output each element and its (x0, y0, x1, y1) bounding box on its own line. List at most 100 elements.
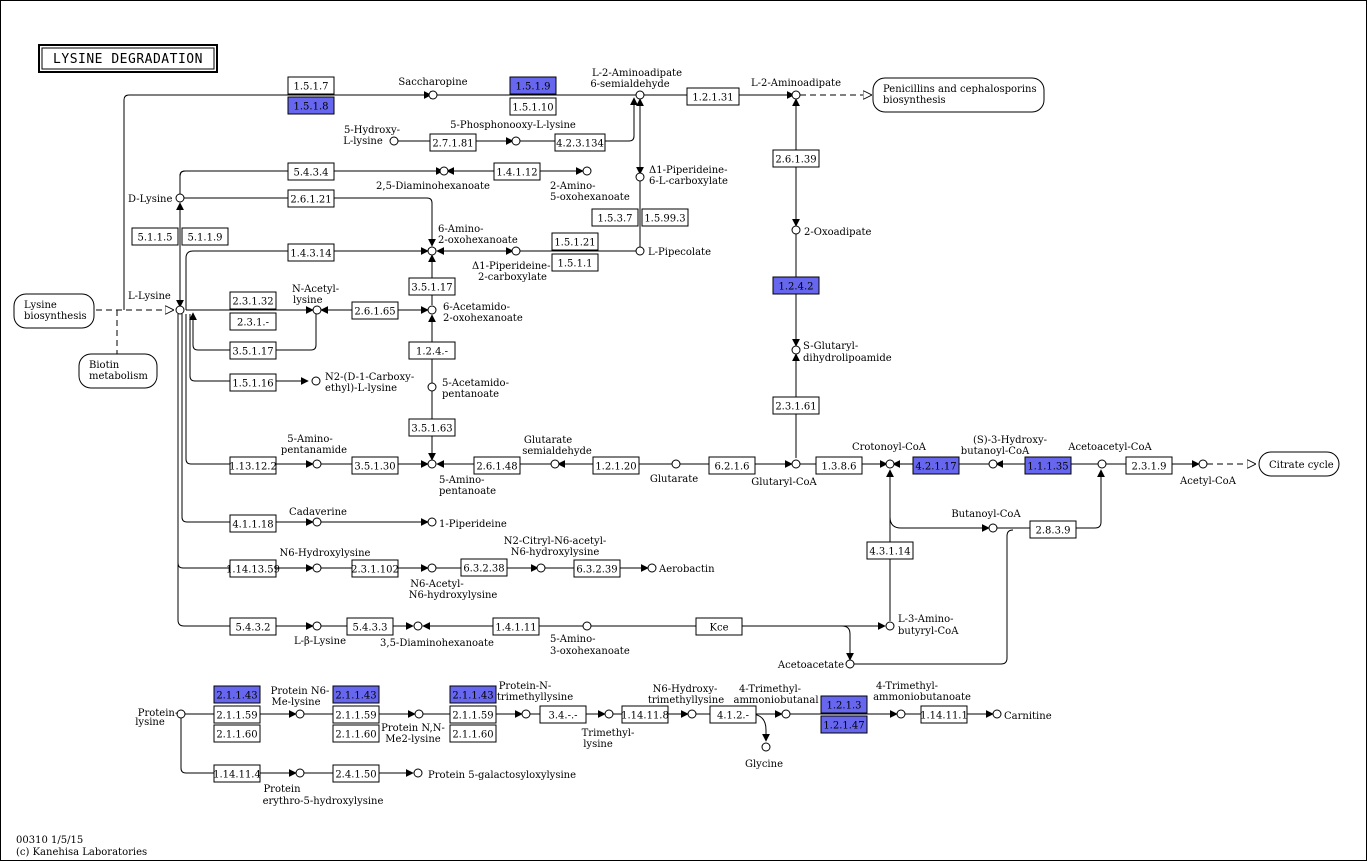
enzyme-box-1-5-1-21[interactable]: 1.5.1.21 (551, 232, 599, 251)
enzyme-box-frame[interactable] (492, 617, 540, 636)
enzyme-box-frame[interactable] (229, 559, 277, 578)
enzyme-box-1-2-4-2[interactable]: 1.2.4.2 (772, 276, 820, 295)
compound-node[interactable] (413, 768, 423, 778)
compound-node[interactable] (988, 523, 998, 533)
enzyme-box-frame[interactable] (287, 243, 335, 262)
compound-node[interactable] (550, 459, 560, 469)
enzyme-box-1-2-1-20[interactable]: 1.2.1.20 (592, 456, 640, 475)
enzyme-box-frame[interactable] (229, 341, 277, 360)
enzyme-box-2-3-1-61[interactable]: 2.3.1.61 (772, 396, 820, 415)
enzyme-box-1-5-1-16[interactable]: 1.5.1.16 (229, 373, 277, 392)
enzyme-box-6-2-1-6[interactable]: 6.2.1.6 (708, 456, 756, 475)
enzyme-box-frame[interactable] (351, 456, 399, 475)
enzyme-box-2-8-3-9[interactable]: 2.8.3.9 (1029, 520, 1077, 539)
enzyme-box-frame[interactable] (213, 705, 261, 724)
enzyme-box-frame[interactable] (287, 96, 335, 115)
enzyme-box-frame[interactable] (772, 149, 820, 168)
enzyme-box-2-3-1-32[interactable]: 2.3.1.32 (229, 291, 277, 310)
enzyme-box-frame[interactable] (213, 764, 261, 783)
compound-node[interactable] (312, 621, 322, 631)
enzyme-box-frame[interactable] (815, 456, 863, 475)
enzyme-box-1-5-1-9[interactable]: 1.5.1.9 (509, 76, 557, 95)
enzyme-box-frame[interactable] (539, 705, 587, 724)
enzyme-box-frame[interactable] (551, 232, 599, 251)
enzyme-box-frame[interactable] (686, 87, 740, 106)
enzyme-box-5-1-1-9[interactable]: 5.1.1.9 (181, 227, 229, 246)
enzyme-box-6-3-2-38[interactable]: 6.3.2.38 (460, 558, 508, 577)
enzyme-box-frame[interactable] (213, 724, 261, 743)
enzyme-box-frame[interactable] (229, 617, 277, 636)
enzyme-box-frame[interactable] (460, 558, 508, 577)
compound-node[interactable] (312, 563, 322, 573)
enzyme-box-1-4-1-12[interactable]: 1.4.1.12 (493, 162, 541, 181)
enzyme-box-2-1-1-59b[interactable]: 2.1.1.59 (332, 705, 380, 724)
map-link-penicillins[interactable]: Penicillins and cephalosporinsbiosynthes… (872, 77, 1045, 113)
enzyme-box-1-14-11-8[interactable]: 1.14.11.8 (621, 705, 669, 724)
enzyme-box-1-2-1-31[interactable]: 1.2.1.31 (686, 87, 740, 106)
enzyme-box-3-4-x[interactable]: 3.4.-.- (539, 705, 587, 724)
enzyme-box-kce[interactable]: Kce (695, 617, 743, 636)
compound-node[interactable] (427, 305, 437, 315)
enzyme-box-frame[interactable] (820, 695, 868, 714)
compound-node[interactable] (427, 246, 437, 256)
enzyme-box-frame[interactable] (229, 456, 277, 475)
enzyme-box-frame[interactable] (287, 162, 335, 181)
enzyme-box-frame[interactable] (332, 705, 380, 724)
enzyme-box-1-5-99-3[interactable]: 1.5.99.3 (641, 208, 689, 227)
enzyme-box-frame[interactable] (229, 373, 277, 392)
compound-node[interactable] (295, 768, 305, 778)
compound-node[interactable] (635, 246, 645, 256)
enzyme-box-frame[interactable] (641, 208, 689, 227)
enzyme-box-2-1-1-43c[interactable]: 2.1.1.43 (449, 685, 497, 704)
compound-node[interactable] (671, 459, 681, 469)
enzyme-box-2-1-1-43b[interactable]: 2.1.1.43 (332, 685, 380, 704)
enzyme-box-frame[interactable] (509, 76, 557, 95)
map-link-frame[interactable] (1258, 451, 1340, 477)
enzyme-box-4-3-1-14[interactable]: 4.3.1.14 (866, 541, 914, 560)
compound-node[interactable] (439, 166, 449, 176)
enzyme-box-frame[interactable] (573, 559, 621, 578)
compound-node[interactable] (536, 563, 546, 573)
compound-node[interactable] (428, 90, 438, 100)
enzyme-box-3-5-1-63[interactable]: 3.5.1.63 (408, 418, 456, 437)
compound-node[interactable] (604, 709, 614, 719)
compound-node[interactable] (511, 246, 521, 256)
compound-node[interactable] (687, 709, 697, 719)
compound-node[interactable] (521, 709, 531, 719)
enzyme-box-3-5-1-30[interactable]: 3.5.1.30 (351, 456, 399, 475)
enzyme-box-1-5-1-8[interactable]: 1.5.1.8 (287, 96, 335, 115)
enzyme-box-2-6-1-65[interactable]: 2.6.1.65 (351, 301, 399, 320)
compound-node[interactable] (427, 382, 437, 392)
enzyme-box-frame[interactable] (695, 617, 743, 636)
compound-node[interactable] (791, 345, 801, 355)
enzyme-box-frame[interactable] (473, 456, 521, 475)
enzyme-box-frame[interactable] (449, 705, 497, 724)
enzyme-box-frame[interactable] (346, 617, 394, 636)
enzyme-box-1-5-3-7[interactable]: 1.5.3.7 (591, 208, 639, 227)
enzyme-box-frame[interactable] (408, 418, 456, 437)
enzyme-box-1-2-1-47[interactable]: 1.2.1.47 (820, 715, 868, 734)
enzyme-box-2-3-1-9[interactable]: 2.3.1.9 (1125, 456, 1173, 475)
enzyme-box-frame[interactable] (332, 685, 380, 704)
enzyme-box-4-2-3-134[interactable]: 4.2.3.134 (554, 133, 606, 152)
compound-node[interactable] (176, 709, 186, 719)
enzyme-box-6-3-2-39[interactable]: 6.3.2.39 (573, 559, 621, 578)
enzyme-box-1-3-8-6[interactable]: 1.3.8.6 (815, 456, 863, 475)
enzyme-box-frame[interactable] (708, 456, 756, 475)
enzyme-box-frame[interactable] (591, 208, 639, 227)
enzyme-box-1-5-1-7[interactable]: 1.5.1.7 (287, 76, 335, 95)
enzyme-box-frame[interactable] (429, 133, 477, 152)
enzyme-box-3-5-1-17a[interactable]: 3.5.1.17 (408, 277, 456, 296)
enzyme-box-frame[interactable] (332, 764, 380, 783)
enzyme-box-frame[interactable] (551, 253, 599, 272)
enzyme-box-frame[interactable] (772, 276, 820, 295)
enzyme-box-1-2-4-x[interactable]: 1.2.4.- (408, 341, 456, 360)
enzyme-box-frame[interactable] (509, 97, 557, 116)
title-box[interactable]: LYSINE DEGRADATION (38, 44, 218, 73)
compound-node[interactable] (295, 709, 305, 719)
compound-node[interactable] (791, 225, 801, 235)
enzyme-box-frame[interactable] (229, 291, 277, 310)
enzyme-box-frame[interactable] (131, 227, 179, 246)
enzyme-box-2-6-1-21[interactable]: 2.6.1.21 (287, 189, 335, 208)
compound-node[interactable] (427, 563, 437, 573)
